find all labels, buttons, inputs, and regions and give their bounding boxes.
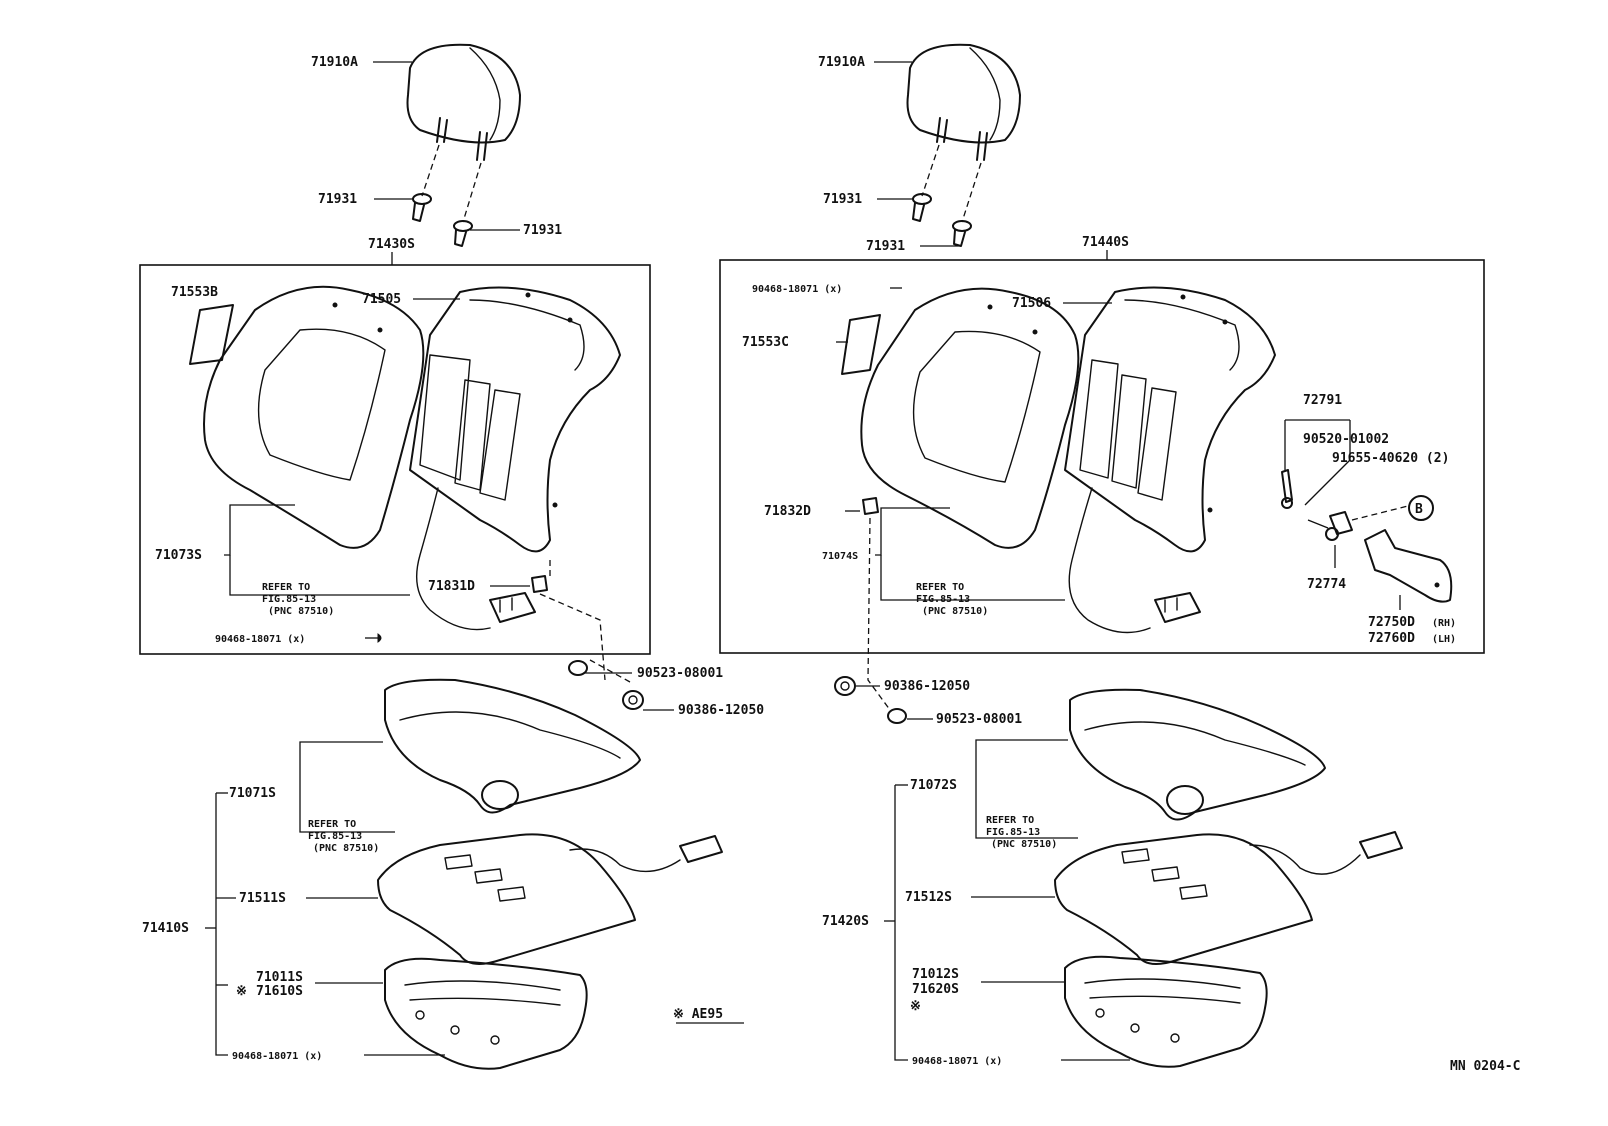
right-hinge-cover-drawing: [862, 497, 879, 515]
right-cushion-refer-line1: REFER TO: [986, 815, 1034, 826]
left-cushion-connector-drawing: [679, 835, 723, 863]
right-seat-adjuster-drawing: [1364, 529, 1453, 603]
right-seat-assembly-label: 71420S: [822, 914, 869, 929]
left-washer-drawing: [568, 660, 588, 676]
right-cushion-pad-drawing: [1054, 833, 1313, 965]
left-cushion-pad-drawing: [377, 833, 636, 965]
right-headrest-support-upper-drawing: [912, 193, 932, 222]
right-headrest-drawing: [906, 43, 1021, 223]
left-headrest-drawing: [406, 43, 521, 223]
right-cushion-frame-alt-label: 71620S: [912, 982, 959, 997]
left-cushion-frame-drawing: [384, 957, 588, 1070]
left-cushion-cover-label: 71071S: [229, 786, 276, 801]
right-belt-group-label: 72791: [1303, 393, 1342, 408]
left-back-cover-label: 71073S: [155, 548, 202, 563]
left-cushion-frame-alt-label: 71610S: [256, 984, 303, 999]
right-adjuster-lh-label: 72760D: [1368, 631, 1415, 646]
right-refer-line3: (PNC 87510): [922, 606, 988, 617]
right-hog-ring-back-label: 90468-18071 (x): [752, 284, 842, 295]
right-hog-ring-cushion-label: 90468-18071 (x): [912, 1056, 1002, 1067]
right-headrest-support-lower-drawing: [952, 220, 972, 247]
left-back-harness-drawing: [416, 487, 536, 631]
left-nut-label: 90386-12050: [678, 703, 764, 718]
right-cushion-cover-label: 71072S: [910, 778, 957, 793]
right-nut-label: 90386-12050: [884, 679, 970, 694]
right-cushion-connector-drawing: [1359, 831, 1403, 859]
left-hog-ring-cushion-label: 90468-18071 (x): [232, 1051, 322, 1062]
left-back-frame-drawing: [409, 286, 621, 553]
left-headrest-label: 71910A: [311, 55, 358, 70]
right-seat-assembly: B: [719, 43, 1520, 1074]
left-seatback-box: [139, 264, 651, 655]
drawing-code: MN 0204-C: [1450, 1059, 1520, 1074]
right-recliner-cover-drawing: [1325, 511, 1353, 541]
right-belt-screw-label: 91655-40620 (2): [1332, 451, 1449, 466]
left-cushion-refer-line2: FIG.85-13: [308, 831, 362, 842]
right-cushion-refer-line2: FIG.85-13: [986, 827, 1040, 838]
right-cushion-frame-alt-mark: ※: [910, 999, 921, 1014]
left-cushion-frame-alt-mark: ※: [236, 984, 247, 999]
right-headrest-label: 71910A: [818, 55, 865, 70]
right-headrest-support-upper-label: 71931: [823, 192, 862, 207]
left-back-pad-foam-label: 71553B: [171, 285, 218, 300]
left-washer-label: 90523-08001: [637, 666, 723, 681]
left-back-frame-label: 71505: [362, 292, 401, 307]
right-adjuster-rh-label: 72750D: [1368, 615, 1415, 630]
right-seatback-assembly-label: 71440S: [1082, 235, 1129, 250]
left-refer-line1: REFER TO: [262, 582, 310, 593]
right-adjuster-lh-suffix: (LH): [1432, 634, 1456, 645]
right-belt-bolt-label: 90520-01002: [1303, 432, 1389, 447]
right-seatback-box: [719, 259, 1485, 654]
left-cushion-frame-label: 71011S: [256, 970, 303, 985]
right-cushion-frame-label: 71012S: [912, 967, 959, 982]
left-refer-line3: (PNC 87510): [268, 606, 334, 617]
left-cushion-refer-line1: REFER TO: [308, 819, 356, 830]
left-nut-drawing: [622, 690, 644, 710]
right-recliner-cover-label: 72774: [1307, 577, 1346, 592]
left-hog-ring-back-label: 90468-18071 (x): [215, 634, 305, 645]
right-back-frame-drawing: [1064, 286, 1276, 553]
right-hinge-cover-label: 71832D: [764, 504, 811, 519]
left-hinge-cover-drawing: [531, 575, 548, 593]
left-cushion-pad-label: 71511S: [239, 891, 286, 906]
right-back-pad-foam-drawing: [841, 314, 881, 375]
right-cushion-refer-line3: (PNC 87510): [991, 839, 1057, 850]
left-back-cover-drawing: [203, 285, 425, 549]
left-headrest-support-lower-drawing: [453, 220, 473, 247]
right-back-cover-label: 71074S: [822, 551, 858, 562]
right-back-harness-drawing: [1068, 487, 1201, 634]
right-back-frame-label: 71506: [1012, 296, 1051, 311]
circle-b-label: B: [1415, 502, 1423, 517]
left-seatback-assembly-label: 71430S: [368, 237, 415, 252]
left-back-pad-foam-drawing: [189, 304, 234, 365]
right-cushion-cover-drawing: [1069, 688, 1326, 821]
left-hinge-cover-label: 71831D: [428, 579, 475, 594]
right-nut-drawing: [834, 676, 856, 696]
right-back-pad-foam-label: 71553C: [742, 335, 789, 350]
right-back-cover-drawing: [860, 287, 1080, 549]
left-refer-line2: FIG.85-13: [262, 594, 316, 605]
right-cushion-frame-drawing: [1064, 955, 1268, 1068]
left-headrest-support-lower-label: 71931: [523, 223, 562, 238]
left-seat-assembly: 71910A 71931 71931 71430S 71553B 71505 7…: [139, 43, 764, 1070]
right-adjuster-rh-suffix: (RH): [1432, 618, 1456, 629]
right-headrest-support-lower-label: 71931: [866, 239, 905, 254]
left-headrest-support-upper-label: 71931: [318, 192, 357, 207]
circle-b-marker: B: [1408, 495, 1434, 521]
left-cushion-cover-drawing: [384, 678, 641, 814]
right-refer-line2: FIG.85-13: [916, 594, 970, 605]
right-washer-drawing: [887, 708, 907, 724]
right-belt-bolt-drawing: [1281, 469, 1293, 509]
right-cushion-pad-label: 71512S: [905, 890, 952, 905]
right-refer-line1: REFER TO: [916, 582, 964, 593]
left-cushion-refer-line3: (PNC 87510): [313, 843, 379, 854]
note-ae95: ※ AE95: [673, 1007, 723, 1022]
right-washer-label: 90523-08001: [936, 712, 1022, 727]
left-seat-assembly-label: 71410S: [142, 921, 189, 936]
left-headrest-support-upper-drawing: [412, 193, 432, 222]
